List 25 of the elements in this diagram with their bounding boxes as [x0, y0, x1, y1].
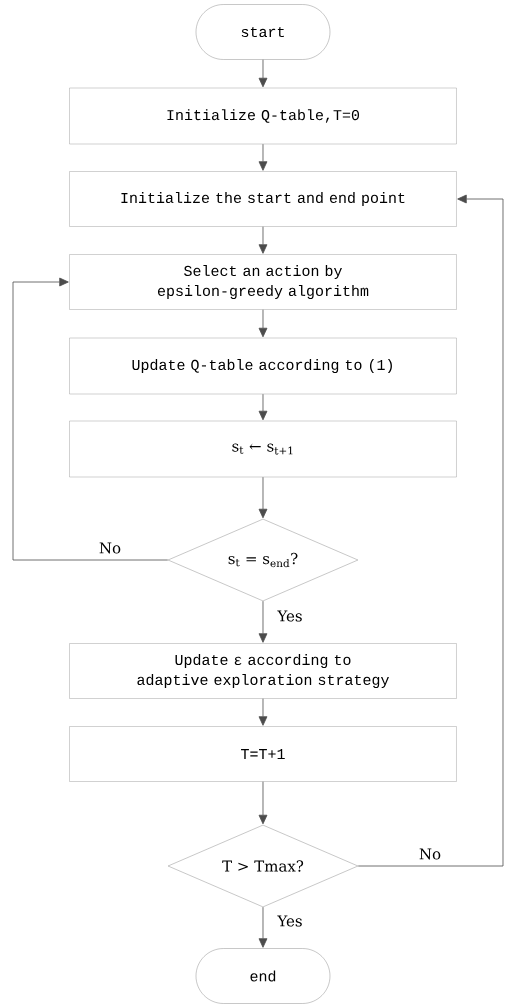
arrow: [258, 226, 268, 254]
edge-label: Yes: [276, 609, 304, 623]
process-box: Select an action by epsilon-greedy algorithm: [69, 254, 457, 310]
process-box: Initialize Q-table,T=0: [69, 87, 457, 145]
arrow: [258, 600, 268, 643]
arrow: [258, 59, 268, 88]
process-box: T=T+1: [69, 726, 457, 782]
arrow: [258, 309, 268, 338]
process-box: Update ε according to adaptive exploration strategy: [69, 643, 457, 699]
arrow: [258, 476, 268, 519]
arrow: [258, 143, 268, 171]
process-box: s$_{t}$ ← s$_{t+1}$: [69, 420, 457, 478]
arrow: [258, 393, 268, 421]
arrow: [12, 277, 169, 561]
process-box: Update Q-table according to (1): [69, 337, 457, 395]
edge-label: Yes: [276, 914, 304, 928]
edge-label: No: [97, 541, 123, 555]
arrow: [357, 194, 504, 867]
arrow: [258, 781, 268, 825]
terminal-box: start: [195, 4, 331, 60]
terminal-box: end: [195, 948, 331, 1004]
arrow: [258, 698, 268, 726]
arrow: [258, 906, 268, 948]
edge-label: No: [417, 847, 443, 861]
process-box: Initialize the start and end point: [69, 171, 457, 227]
